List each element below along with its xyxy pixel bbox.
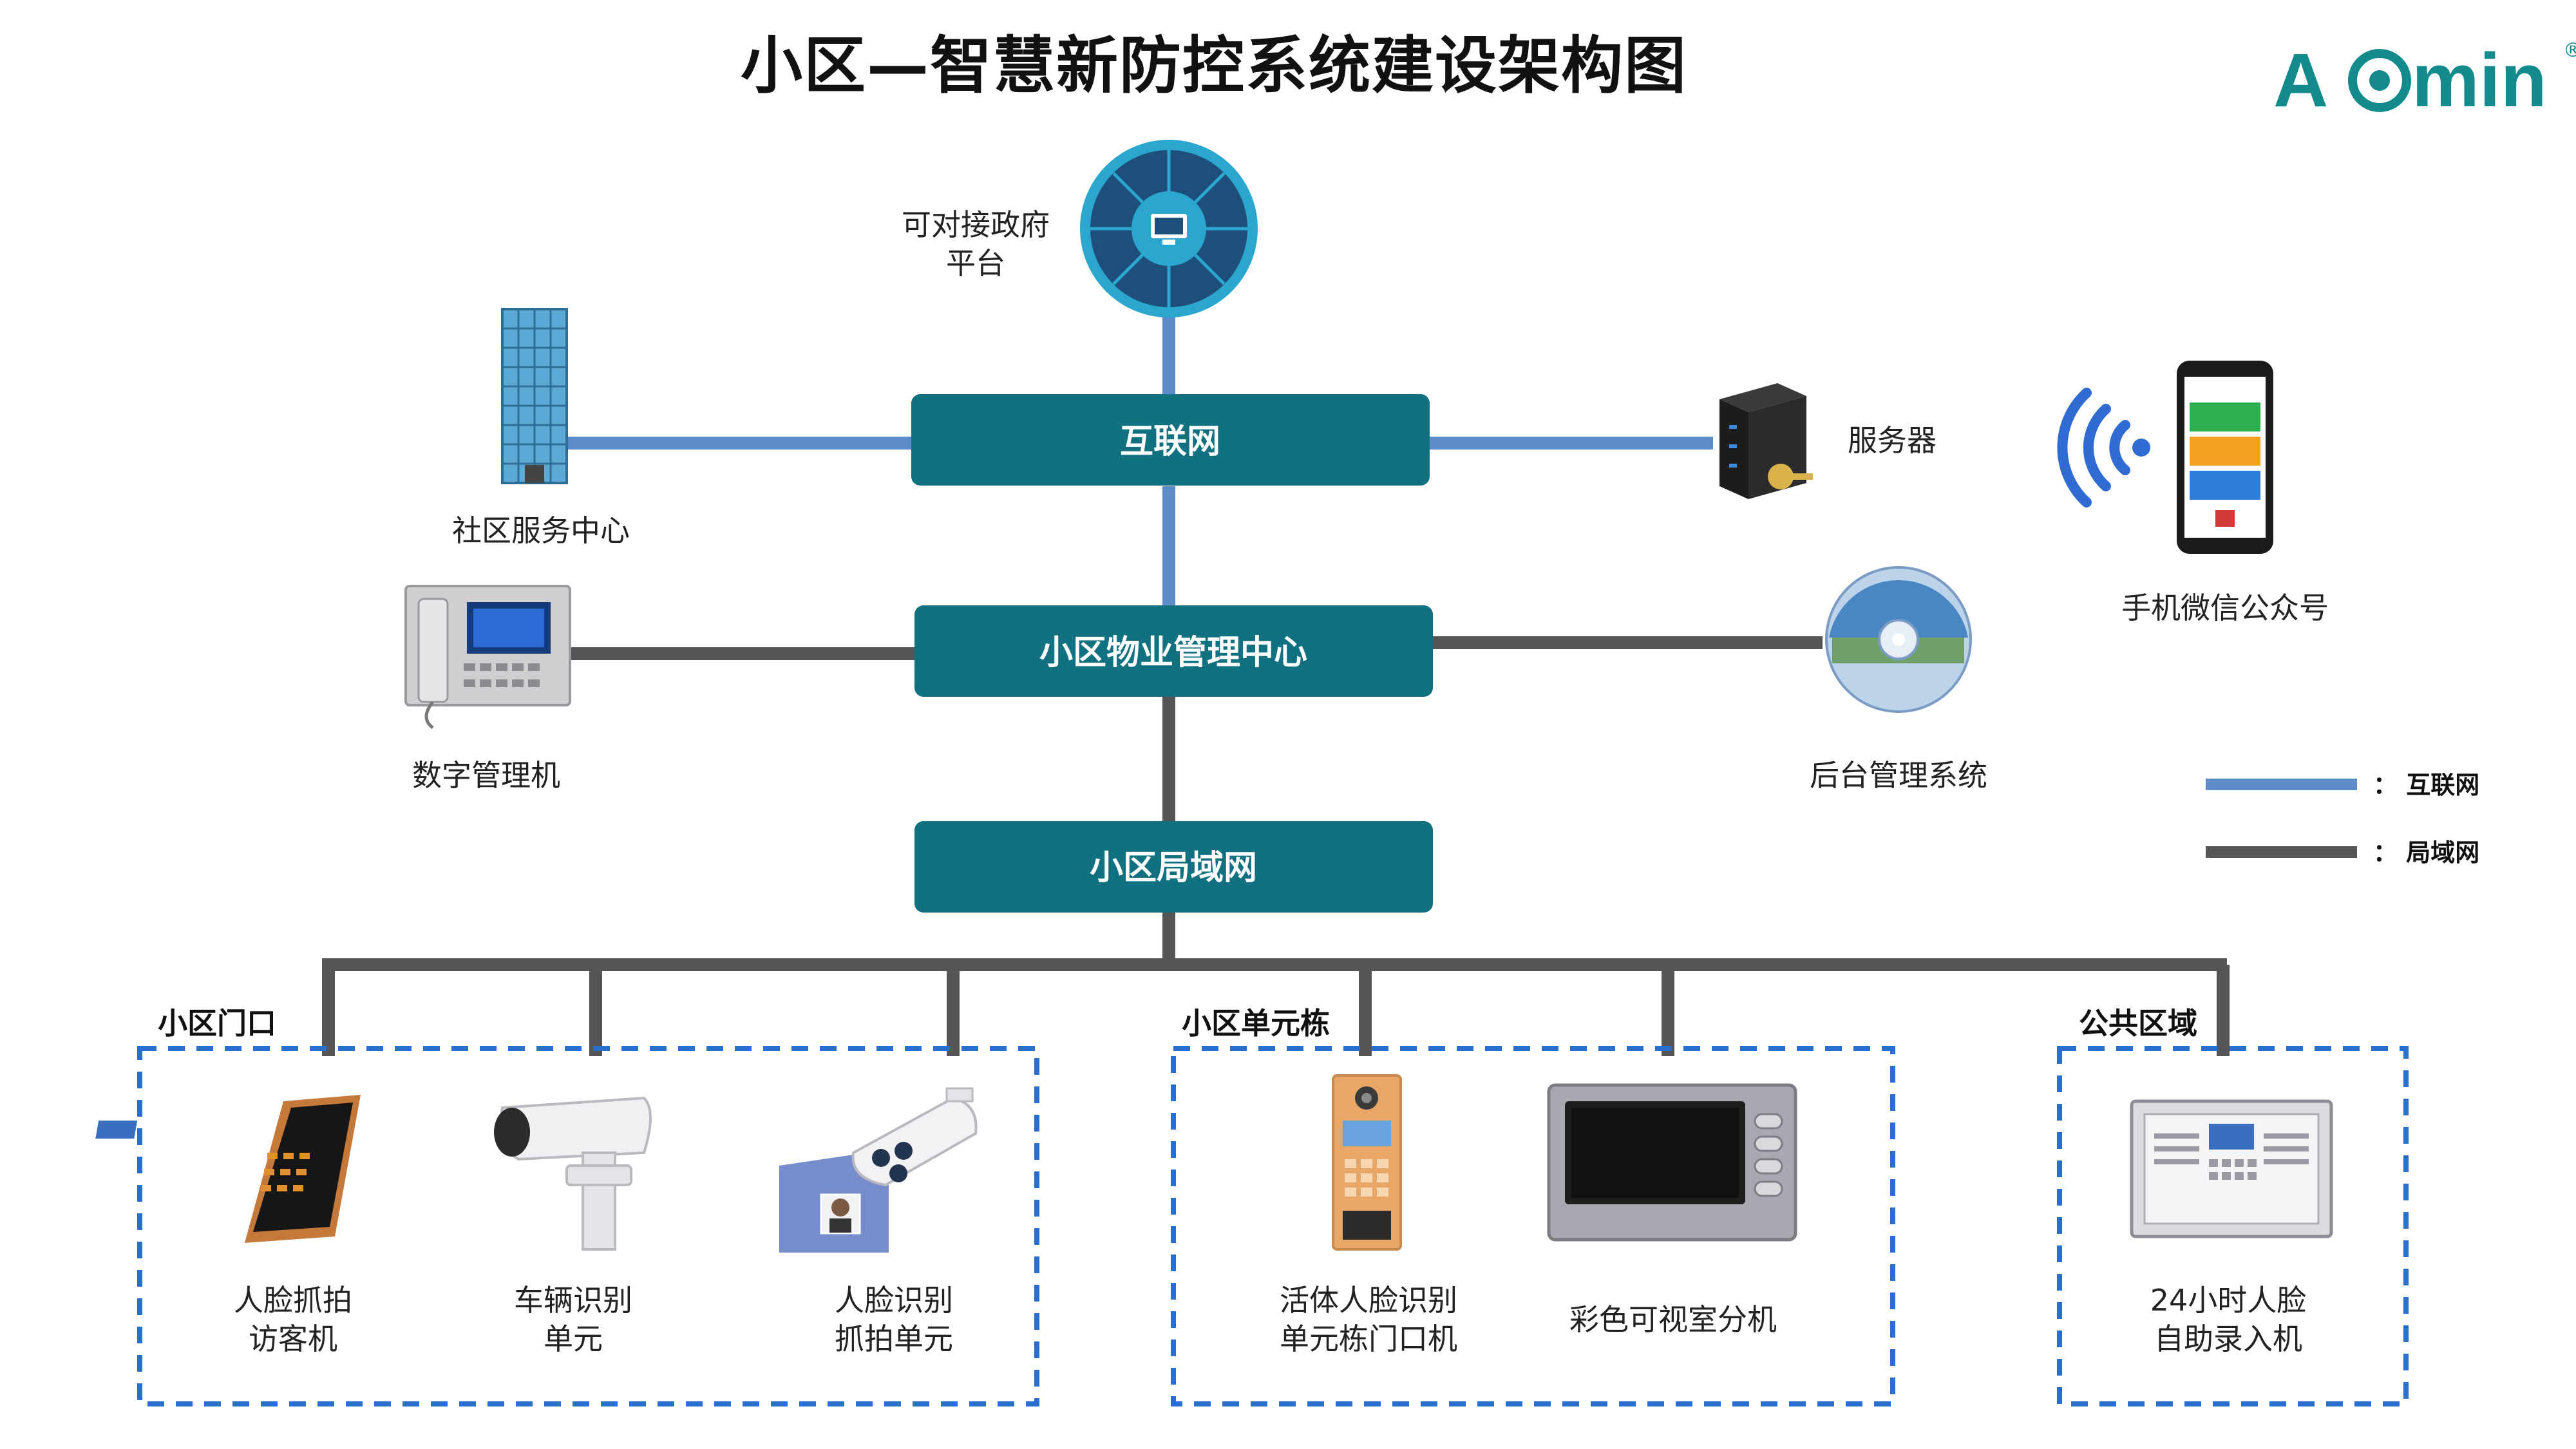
internet-node-label: 互联网 xyxy=(1120,422,1220,461)
door-station-icon xyxy=(1332,1074,1402,1251)
smartphone-icon xyxy=(2177,361,2273,554)
device-unit-1-line2: 单元栋门口机 xyxy=(1280,1321,1457,1356)
backend-system-label: 后台管理系统 xyxy=(1810,758,1987,793)
legend-lan-label: ： 局域网 xyxy=(2373,838,2479,867)
registered-mark: ® xyxy=(2563,39,2576,62)
software-disc-icon xyxy=(1825,566,1972,713)
internet-lines xyxy=(560,303,1713,609)
digital-manager-icon xyxy=(404,585,571,729)
server-icon xyxy=(1719,383,1813,499)
community-center-label: 社区服务中心 xyxy=(452,513,630,548)
self-enrollment-kiosk-icon xyxy=(2130,1099,2333,1238)
svg-text:A: A xyxy=(2273,38,2328,123)
digital-manager-label: 数字管理机 xyxy=(412,758,560,793)
internet-node: 互联网 xyxy=(911,394,1430,486)
zone-gate-border xyxy=(137,1046,1039,1406)
device-gate-1-line2: 访客机 xyxy=(249,1321,337,1356)
gov-platform-label-line2: 平台 xyxy=(946,246,1005,281)
zone-gate-title: 小区门口 xyxy=(158,1006,276,1041)
gov-platform-label-line1: 可对接政府 xyxy=(902,207,1050,242)
svg-text:min: min xyxy=(2412,38,2547,123)
indoor-monitor-icon xyxy=(1547,1083,1797,1242)
zone-public-area-title: 公共区域 xyxy=(2079,1006,2197,1041)
zone-unit-building-border xyxy=(1171,1046,1895,1406)
device-gate-2-line1: 车辆识别 xyxy=(514,1283,632,1318)
zone-public-area-border xyxy=(2057,1046,2409,1406)
server-label: 服务器 xyxy=(1848,423,1937,458)
device-gate-3-line2: 抓拍单元 xyxy=(835,1321,953,1356)
lan-node-label: 小区局域网 xyxy=(1090,849,1257,887)
lan-node: 小区局域网 xyxy=(914,821,1433,913)
zone-unit-building-title: 小区单元栋 xyxy=(1182,1006,1330,1041)
device-gate-3-line1: 人脸识别 xyxy=(835,1283,953,1318)
device-unit-2-line1: 彩色可视室分机 xyxy=(1569,1302,1777,1337)
wifi-icon xyxy=(2057,388,2150,507)
property-node-label: 小区物业管理中心 xyxy=(1039,634,1307,672)
gov-platform-icon xyxy=(1080,140,1258,317)
legend: ： 互联网 ： 局域网 xyxy=(2206,771,2479,867)
page-title: 小区—智慧新防控系统建设架构图 xyxy=(741,30,1687,102)
property-management-node: 小区物业管理中心 xyxy=(914,605,1433,697)
office-building-icon xyxy=(501,308,568,484)
face-capture-visitor-terminal-icon xyxy=(95,1095,361,1243)
vehicle-recognition-camera-icon xyxy=(494,1096,652,1251)
face-recognition-camera-icon xyxy=(779,1087,978,1253)
legend-internet-label: ： 互联网 xyxy=(2373,771,2479,799)
mobile-wechat-label: 手机微信公众号 xyxy=(2121,591,2329,625)
device-gate-2-line2: 单元 xyxy=(544,1321,603,1356)
brand-logo: A min ® xyxy=(2273,38,2576,123)
lan-lines xyxy=(322,636,2230,1056)
device-public-1-line2: 自助录入机 xyxy=(2154,1321,2302,1356)
device-public-1-line1: 24小时人脸 xyxy=(2150,1283,2307,1318)
device-unit-1-line1: 活体人脸识别 xyxy=(1280,1283,1457,1318)
device-gate-1-line1: 人脸抓拍 xyxy=(234,1283,352,1318)
